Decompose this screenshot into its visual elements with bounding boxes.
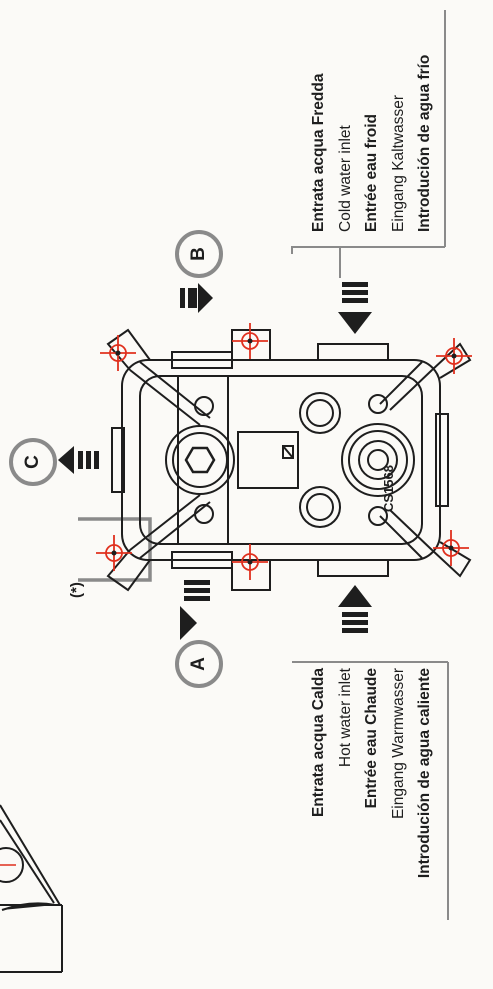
cold-inlet-en: Cold water inlet	[336, 125, 354, 232]
callout-c: C	[9, 438, 57, 486]
callout-b-label: B	[188, 247, 209, 261]
arrow-b	[180, 283, 213, 313]
callout-c-label: C	[22, 455, 43, 469]
cold-inlet-fr: Entrée eau froid	[363, 114, 380, 232]
cold-inlet-it: Entrata acqua Fredda	[310, 73, 327, 233]
hot-inlet-it: Entrata acqua Calda	[310, 668, 327, 818]
hot-inlet-fr: Entrée eau Chaude	[363, 668, 380, 809]
hot-inlet-es: Introdución de agua caliente	[416, 668, 433, 879]
arrow-hot-inlet	[338, 585, 372, 633]
cold-inlet-es: Introdución de agua frío	[416, 54, 433, 232]
callout-a: A	[175, 640, 223, 688]
cold-inlet-leader	[291, 10, 446, 278]
arrow-cold-inlet	[338, 282, 372, 334]
arrow-c	[58, 446, 99, 474]
note-marker: (*)	[68, 582, 85, 598]
valve-body	[106, 328, 472, 592]
hot-inlet-leader	[292, 661, 449, 920]
callout-b: B	[175, 230, 223, 278]
mounting-hole-fill	[111, 338, 457, 565]
hot-inlet-labels: Entrata acqua Calda Hot water inlet Entr…	[306, 668, 439, 928]
model-code: CS1568	[381, 465, 396, 512]
arrow-a	[180, 580, 210, 640]
partial-fixture-drawing	[0, 804, 63, 973]
hot-inlet-de: Eingang Warmwasser	[389, 668, 407, 820]
cold-inlet-de: Eingang Kaltwasser	[389, 95, 407, 232]
hot-inlet-en: Hot water inlet	[336, 668, 354, 768]
callout-a-label: A	[188, 657, 209, 671]
cold-inlet-labels: Entrata acqua Fredda Cold water inlet En…	[306, 55, 439, 232]
